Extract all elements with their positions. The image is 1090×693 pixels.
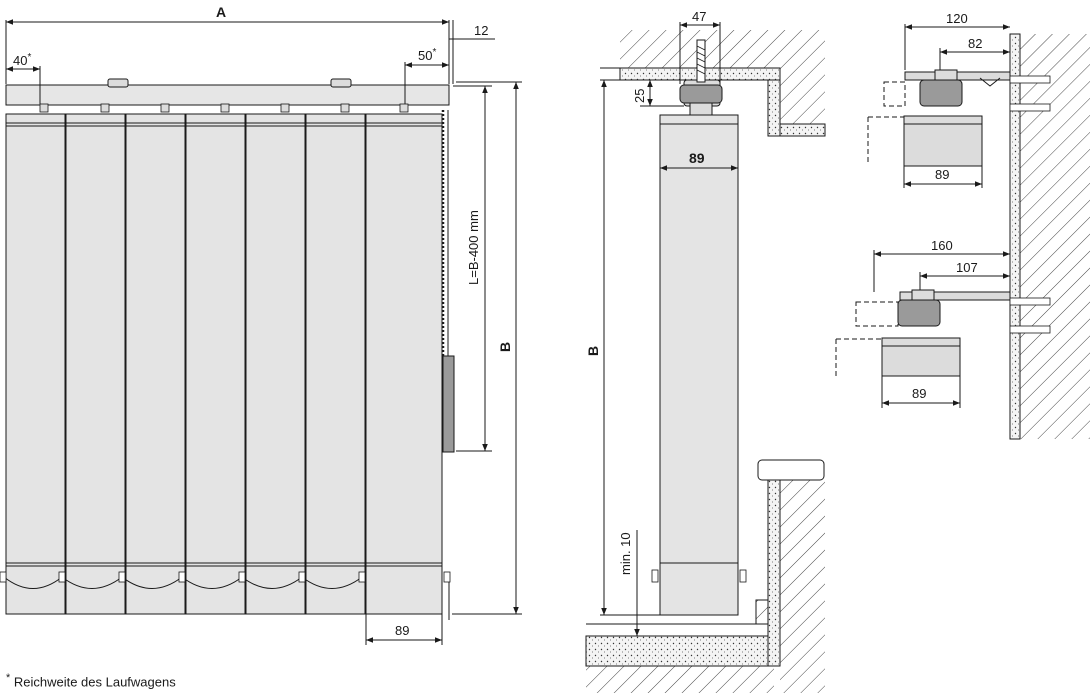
dim-vane-width-side: 89 [689, 150, 705, 166]
dim-end-offset: 12 [474, 23, 488, 38]
footnote-star: * [6, 672, 11, 684]
dim-head-height: 25 [632, 89, 647, 103]
wall-plaster [1009, 33, 1021, 440]
side-view: 47 25 B 89 min. 10 [585, 9, 826, 693]
dim-b-front: B [497, 342, 513, 352]
dim-long-arm: 107 [956, 260, 978, 275]
wall-hatch [1020, 34, 1090, 439]
footnote: * Reichweite des Laufwagens [6, 672, 176, 689]
vanes [5, 113, 443, 615]
dim-carrier-left: 40* [13, 52, 31, 68]
dim-short-total: 120 [946, 11, 968, 26]
dim-long-vane: 89 [912, 386, 926, 401]
floor [585, 635, 775, 667]
bracket-short: 120 82 89 [867, 11, 1051, 188]
dim-long-total: 160 [931, 238, 953, 253]
dim-a-label: A [216, 4, 226, 20]
dim-short-arm: 82 [968, 36, 982, 51]
front-view: A 12 40* 50* L=B-400 mm B 89 [0, 4, 522, 645]
dim-carrier-right: 50* [418, 47, 436, 63]
window-sill [757, 459, 825, 481]
mount-clip-left [107, 78, 129, 88]
bracket-long: 160 107 89 [835, 238, 1051, 408]
dim-vane-width-front: 89 [395, 623, 409, 638]
side-screw [696, 39, 706, 83]
dim-floor-clearance: min. 10 [618, 532, 633, 575]
chain-weight [442, 355, 455, 453]
long-vane-profile [881, 337, 961, 377]
wall-mount-views: 120 82 89 160 [835, 11, 1090, 440]
carriers [39, 103, 409, 113]
side-vane [659, 114, 739, 616]
headrail [5, 84, 450, 106]
footnote-text: Reichweite des Laufwagens [13, 674, 176, 690]
dim-chain-length: L=B-400 mm [466, 210, 481, 285]
mount-clip-right [330, 78, 352, 88]
dim-short-vane: 89 [935, 167, 949, 182]
dim-bracket-width: 47 [692, 9, 706, 24]
dim-b-side: B [585, 346, 601, 356]
